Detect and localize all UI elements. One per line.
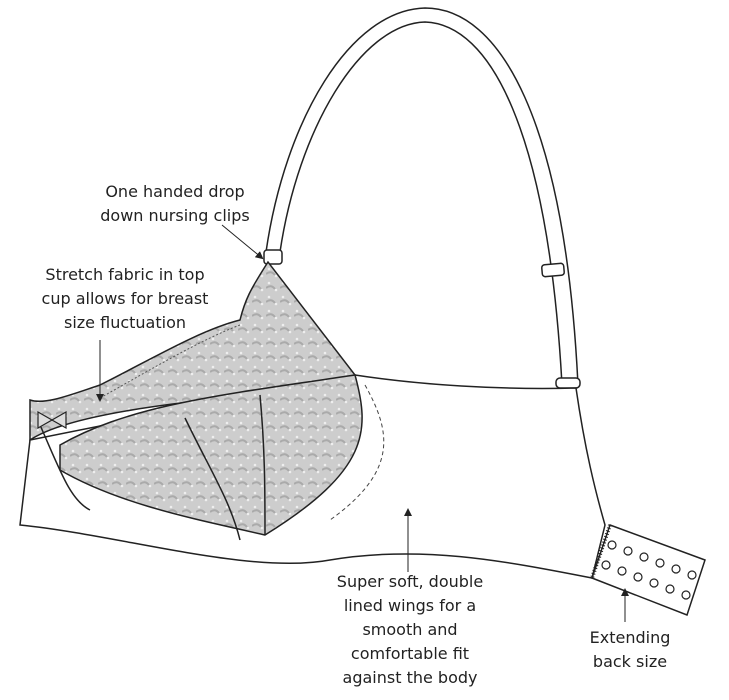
strap-slider	[541, 262, 565, 278]
hook-and-eye-band	[590, 524, 706, 616]
strap-ring	[555, 377, 581, 389]
cup-lower	[59, 374, 363, 536]
label-back-size: Extending back size	[589, 628, 671, 671]
cup-lace-top	[29, 260, 357, 442]
shoulder-strap	[265, 7, 579, 386]
label-nursing-clips: One handed drop down nursing clips	[100, 182, 250, 225]
bow-icon	[37, 410, 67, 430]
label-stretch-fabric: Stretch fabric in top cup allows for bre…	[41, 265, 209, 332]
label-wings: Super soft, double lined wings for a smo…	[336, 572, 484, 687]
arrow-nursing-clips	[221, 224, 264, 260]
nursing-clip	[263, 249, 283, 265]
